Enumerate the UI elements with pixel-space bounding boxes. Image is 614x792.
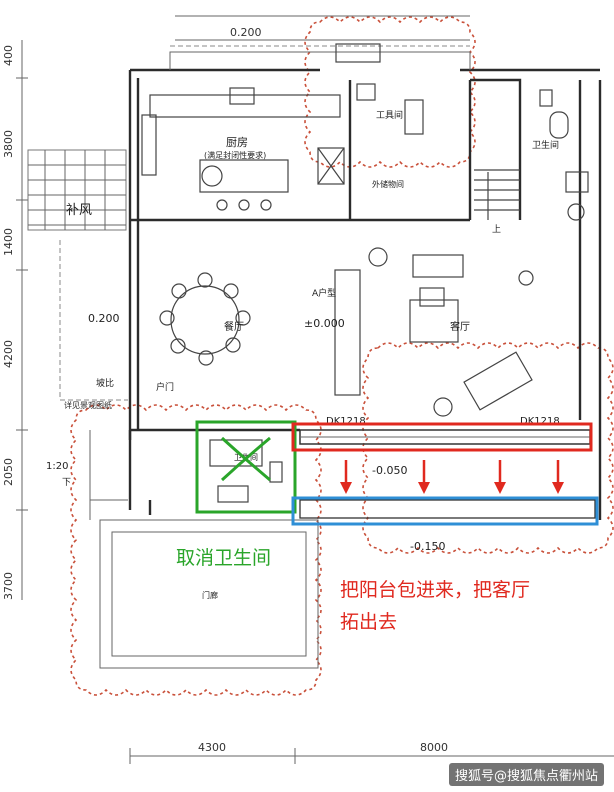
tool-room-fixtures <box>317 43 424 185</box>
level-outside: -0.150 <box>410 540 445 553</box>
dim-left-3700: 3700 <box>2 572 15 600</box>
living-furniture <box>334 247 534 417</box>
green-cross-mark <box>220 436 271 482</box>
outside-room-label: 外储物间 <box>372 179 404 189</box>
bathroom-top-label: 卫生间 <box>532 139 559 151</box>
foyer-label: 门廊 <box>202 590 218 600</box>
green-highlight-box <box>195 420 297 514</box>
dimension-lines <box>16 15 614 764</box>
dim-left-400: 400 <box>2 45 15 66</box>
walls <box>59 45 602 520</box>
kitchen-furniture <box>141 87 341 211</box>
living-label: 客厅 <box>450 320 470 333</box>
dim-left-3800: 3800 <box>2 130 15 158</box>
balcony-note-line1: 把阳台包进来，把客厅 <box>340 579 530 601</box>
balcony-note-line2: 拓出去 <box>340 611 397 633</box>
stairs <box>474 169 520 220</box>
dining-label: 餐厅 <box>224 320 244 333</box>
revision-clouds <box>70 16 614 696</box>
kitchen-note: (满足封闭性要求) <box>204 150 266 160</box>
door-code-1: DK1218 <box>326 416 366 427</box>
entry-door-label: 户门 <box>156 381 174 393</box>
dim-top-offset: 0.200 <box>230 26 262 39</box>
dim-left-4200: 4200 <box>2 340 15 368</box>
ramp-label: 1:20 <box>46 461 68 472</box>
level-balcony: -0.050 <box>372 464 407 477</box>
wind-label: 补风 <box>66 203 92 218</box>
dining-table <box>159 272 251 366</box>
bathroom-top-fixtures <box>539 89 589 221</box>
balcony-glazing <box>299 429 596 519</box>
ramp-dir-label: 下 <box>62 478 71 488</box>
wind-area-hatch <box>27 149 127 231</box>
door-code-2: DK1218 <box>520 416 560 427</box>
cancel-bathroom-note: 取消卫生间 <box>176 547 271 569</box>
removed-bathroom-fixtures <box>209 439 283 503</box>
landscape-label: 详见景观图纸 <box>64 400 112 410</box>
unit-label: A户型 <box>312 287 336 299</box>
foyer-frame <box>99 519 319 669</box>
dim-bottom-4300: 4300 <box>198 741 226 754</box>
blue-highlight-box <box>291 496 599 526</box>
watermark: 搜狐号@搜狐焦点衢州站 <box>448 763 604 786</box>
red-arrows <box>340 460 564 494</box>
tool-room-label: 工具间 <box>376 109 403 121</box>
red-highlight-box <box>291 422 593 452</box>
slope-label: 坡比 <box>96 377 114 389</box>
dim-left-offset: 0.200 <box>88 312 120 325</box>
dim-left-2050: 2050 <box>2 458 15 486</box>
up-label: 上 <box>492 224 501 235</box>
dim-bottom-8000: 8000 <box>420 741 448 754</box>
dim-left-1400: 1400 <box>2 228 15 256</box>
kitchen-label: 厨房 <box>226 136 248 149</box>
level-main: ±0.000 <box>304 317 345 330</box>
